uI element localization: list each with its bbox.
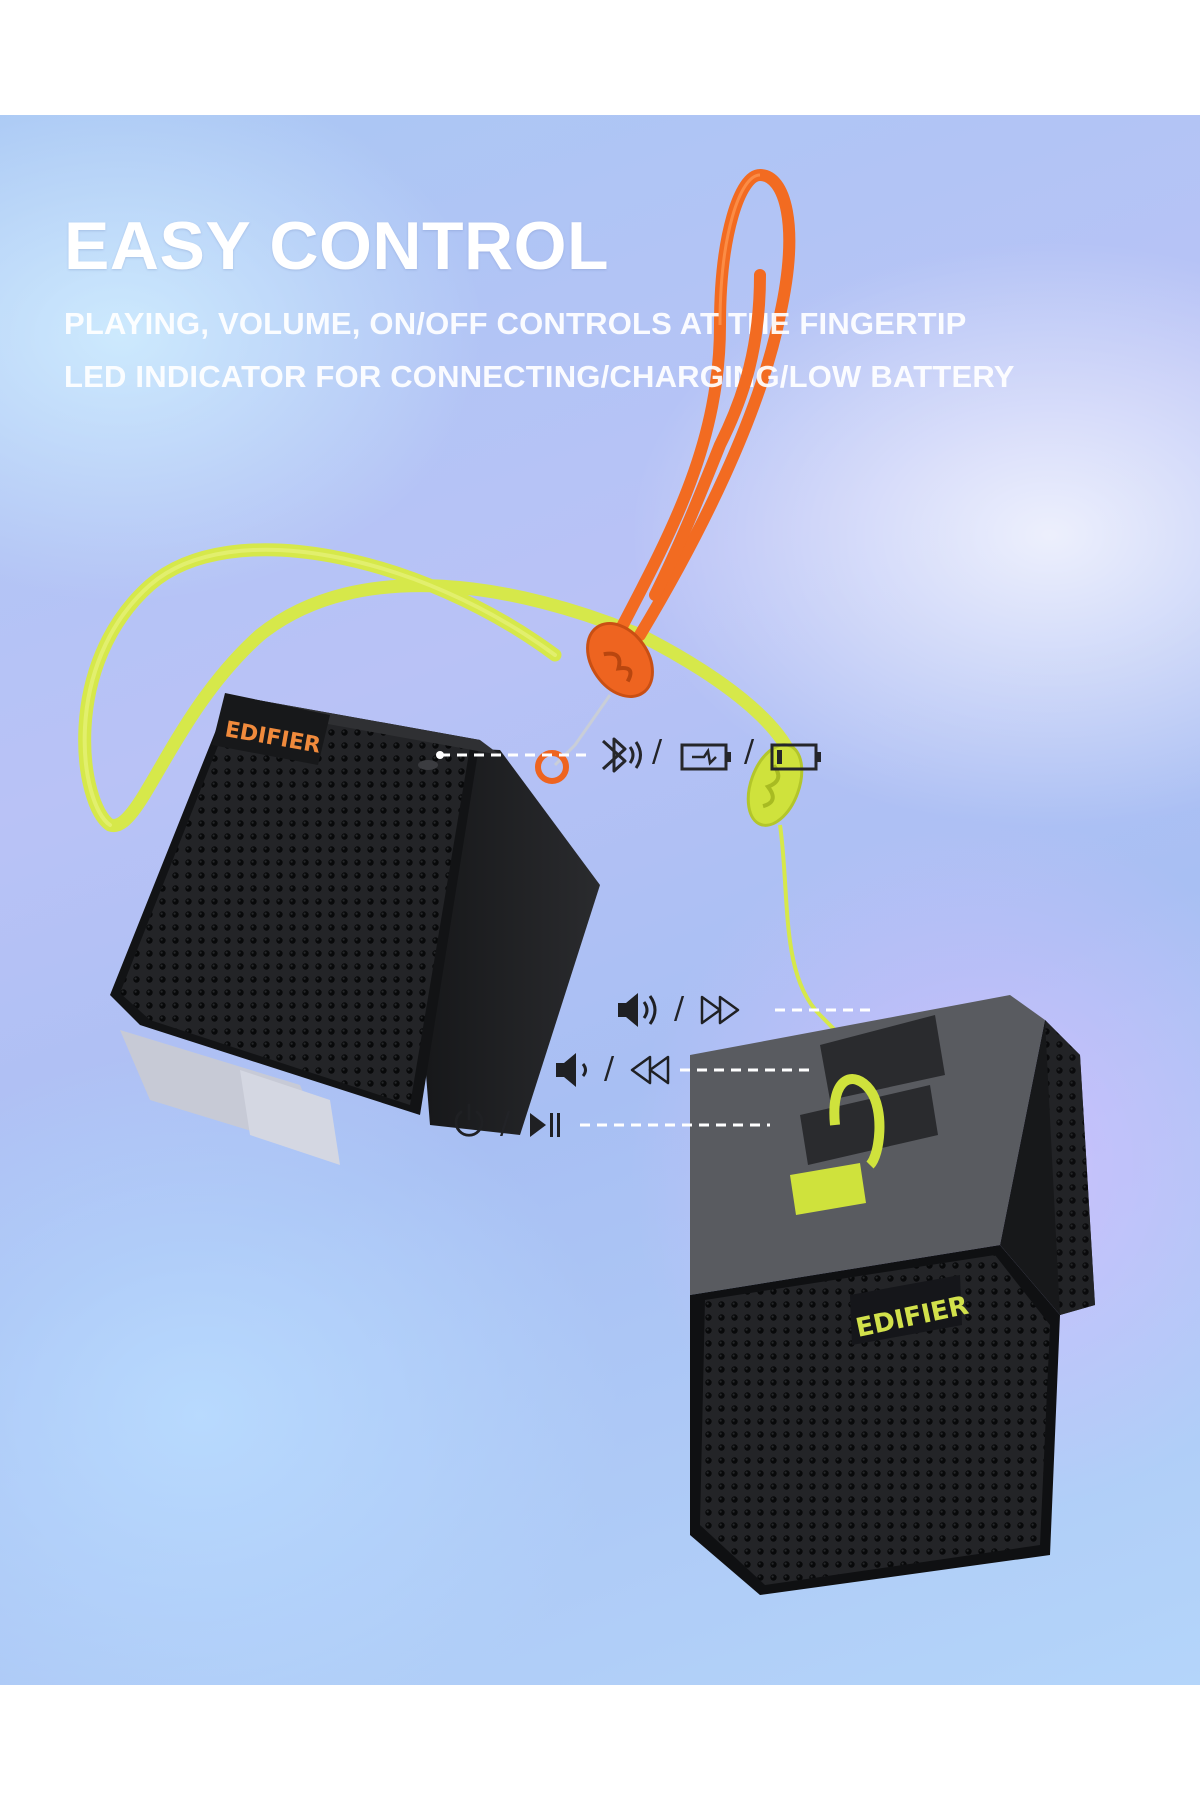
- play-pause-icon: [530, 1113, 560, 1137]
- volume-up-icon: [618, 993, 657, 1027]
- volume-down-icon: [556, 1053, 587, 1087]
- callout-volume-down: [556, 1053, 670, 1087]
- separator-power: /: [500, 1106, 511, 1141]
- power-button: [790, 1163, 866, 1215]
- charging-battery-icon: [680, 743, 731, 771]
- orange-strap: [609, 168, 796, 646]
- separator-volume-up: /: [674, 991, 685, 1026]
- callout-volume-up: [618, 993, 740, 1027]
- low-battery-icon: [770, 743, 821, 771]
- bluetooth-icon: [601, 737, 642, 773]
- subheadline-line-1: PLAYING, VOLUME, ON/OFF CONTROLS AT THE …: [64, 306, 967, 341]
- product-illustration: EDIFIER EDIFIER: [78, 168, 1095, 1595]
- lime-clip: [746, 743, 804, 827]
- next-track-icon: [700, 995, 740, 1025]
- callout-power: [454, 1103, 560, 1137]
- callout-lines: [440, 753, 870, 1127]
- separator-led-2: /: [744, 734, 755, 769]
- callout-led: [601, 737, 821, 773]
- right-speaker: EDIFIER: [690, 995, 1095, 1595]
- left-speaker: EDIFIER: [110, 693, 600, 1165]
- separator-led-1: /: [652, 734, 663, 769]
- orange-clip: [586, 622, 654, 698]
- product-banner: EDIFIER EDIFIER: [0, 115, 1200, 1685]
- power-icon: [454, 1103, 484, 1137]
- subheadline-line-2: LED INDICATOR FOR CONNECTING/CHARGING/LO…: [64, 359, 1015, 394]
- headline: EASY CONTROL: [64, 208, 610, 284]
- led-indicator: [418, 760, 438, 770]
- previous-track-icon: [630, 1055, 670, 1085]
- volume-down-button: [800, 1085, 938, 1165]
- separator-volume-down: /: [604, 1051, 615, 1086]
